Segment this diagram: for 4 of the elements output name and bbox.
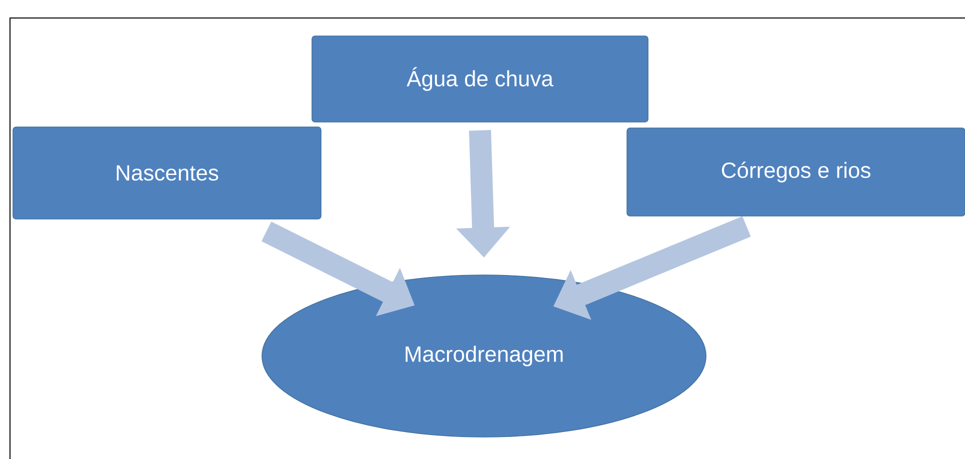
- process-box: Córregos e rios: [626, 128, 965, 216]
- ellipse-node: Macrodrenagem: [262, 274, 706, 438]
- process-box: Água de chuva: [312, 36, 648, 122]
- process-box: Nascentes: [12, 126, 322, 220]
